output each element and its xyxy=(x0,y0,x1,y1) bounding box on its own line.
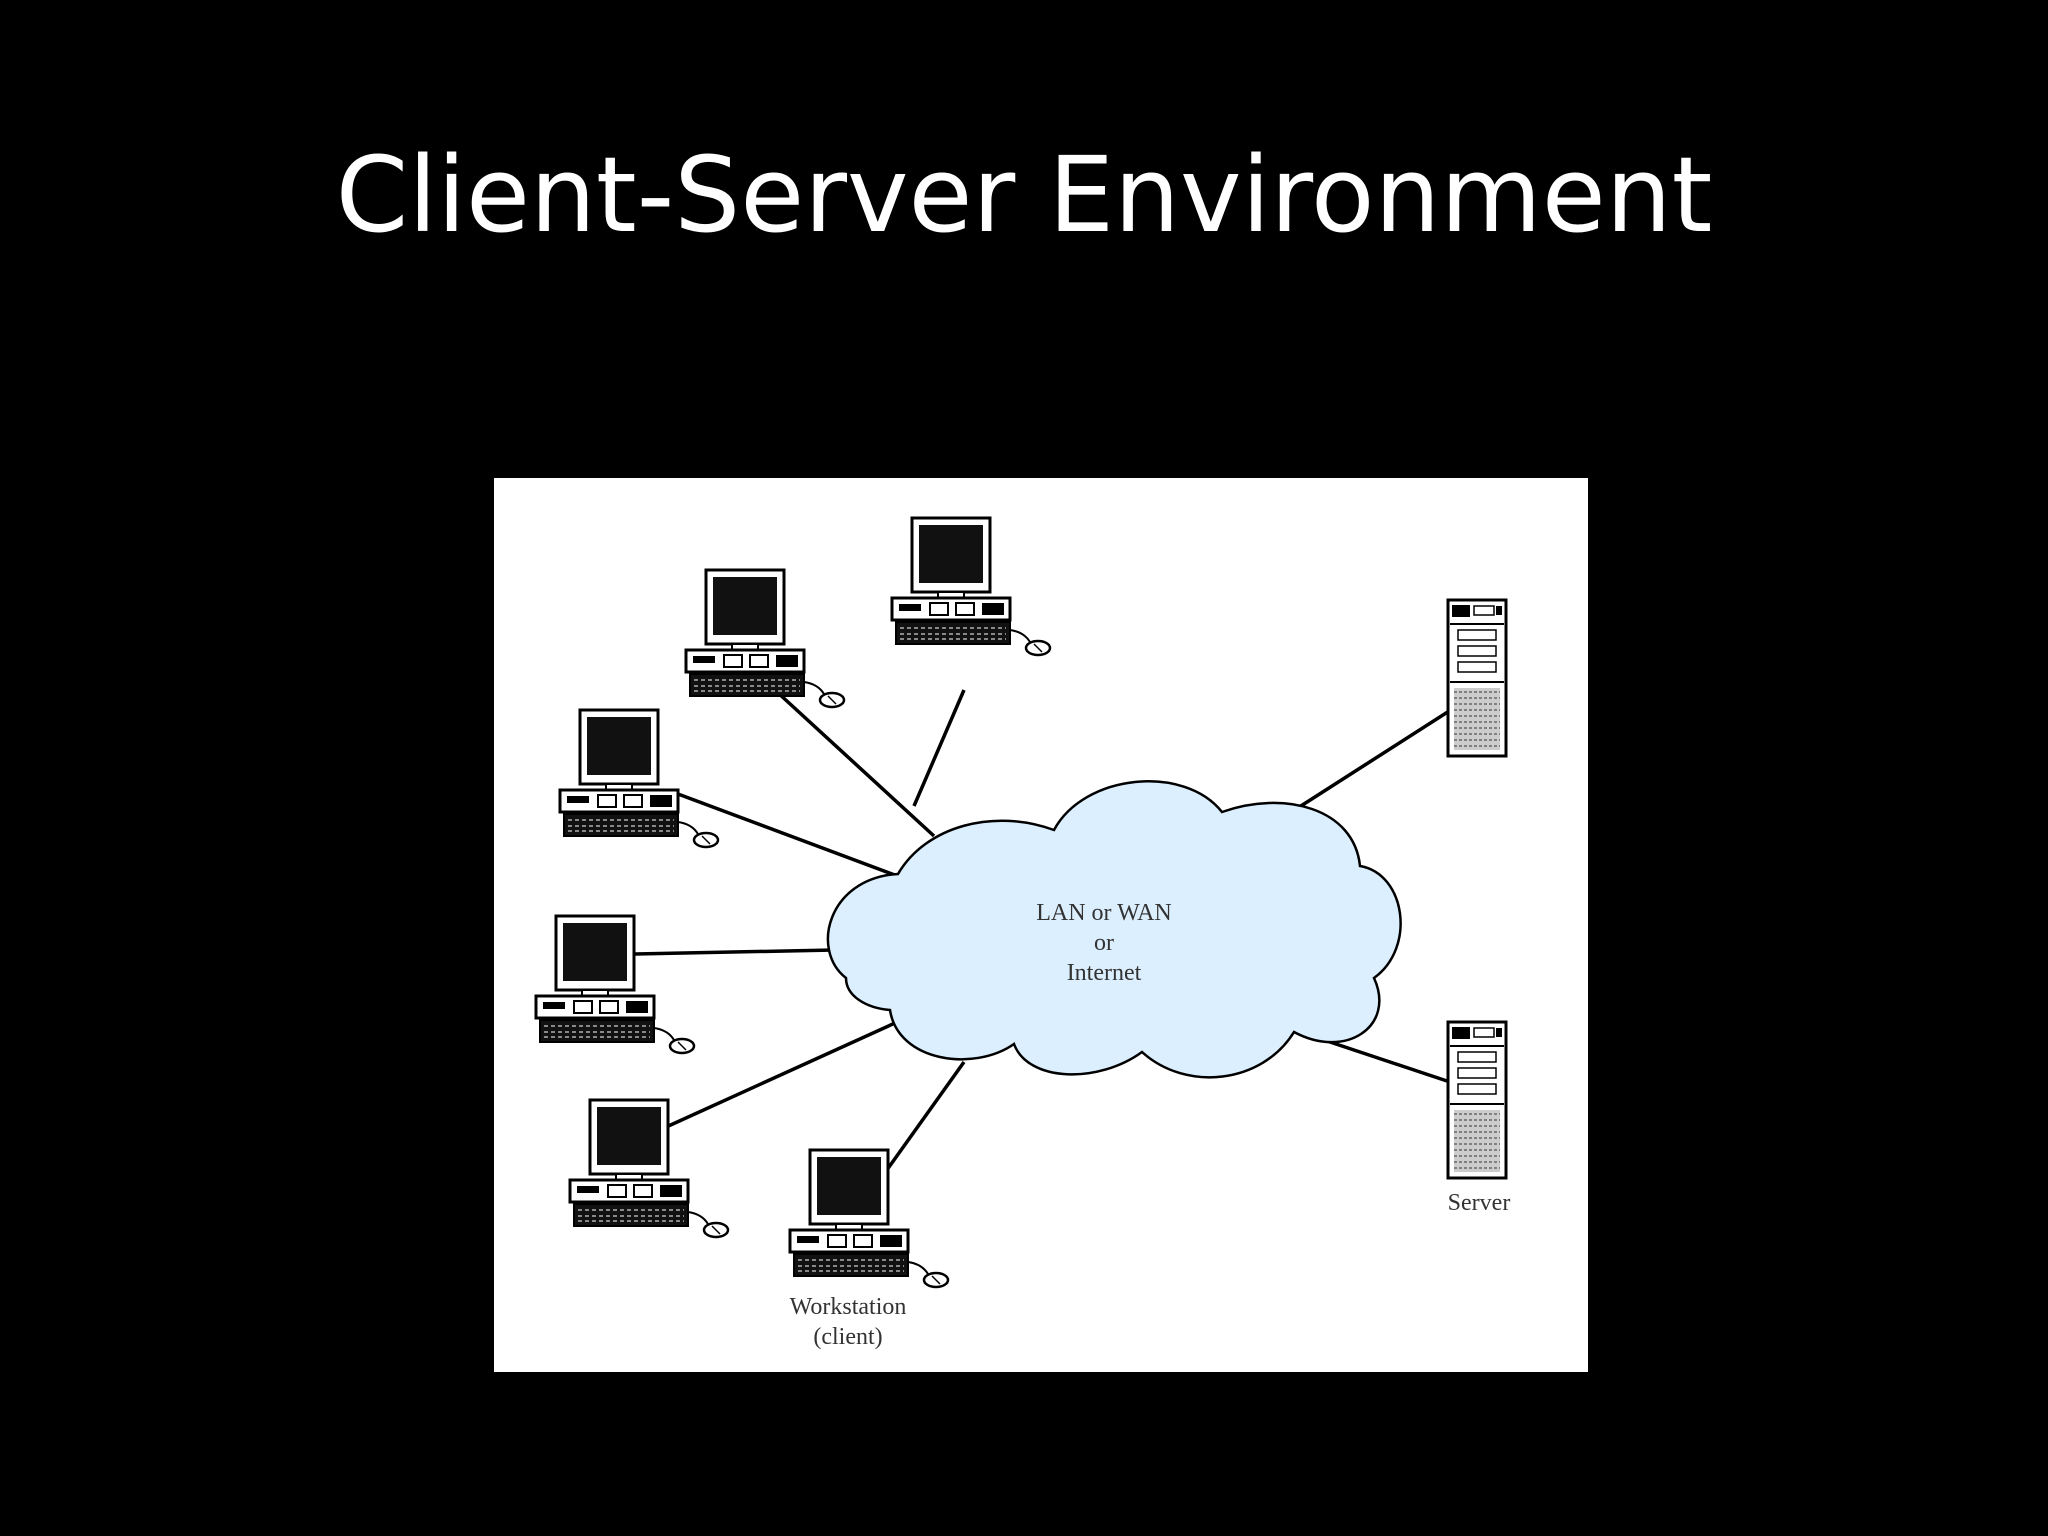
network-label-line-2: or xyxy=(1094,930,1114,956)
workstation-icon xyxy=(568,1098,730,1239)
connection-lines xyxy=(633,678,1483,1176)
connection-line xyxy=(912,689,966,807)
workstation-icon xyxy=(890,516,1052,657)
workstation-icon xyxy=(534,914,696,1055)
workstation-icon xyxy=(684,568,846,709)
workstation-label-line-1: Workstation xyxy=(790,1294,907,1320)
network-cloud xyxy=(826,780,1402,1079)
connection-line xyxy=(633,948,835,956)
workstation-icon xyxy=(788,1148,950,1289)
server-icon xyxy=(1446,1020,1508,1180)
connection-line xyxy=(677,792,909,882)
connection-line xyxy=(762,678,936,838)
server-icon xyxy=(1446,598,1508,758)
slide-title: Client-Server Environment xyxy=(335,134,1713,256)
workstation-icon xyxy=(558,708,720,849)
connection-line xyxy=(663,1016,907,1130)
network-label-line-3: Internet xyxy=(1067,960,1142,986)
network-diagram: LAN or WAN or Internet Server Workstatio… xyxy=(494,478,1588,1372)
network-diagram-svg: LAN or WAN or Internet Server Workstatio… xyxy=(534,516,1511,1350)
workstation-label-line-2: (client) xyxy=(813,1324,882,1350)
server-label: Server xyxy=(1448,1190,1511,1216)
network-label-line-1: LAN or WAN xyxy=(1036,900,1172,926)
connection-line xyxy=(882,1060,966,1176)
